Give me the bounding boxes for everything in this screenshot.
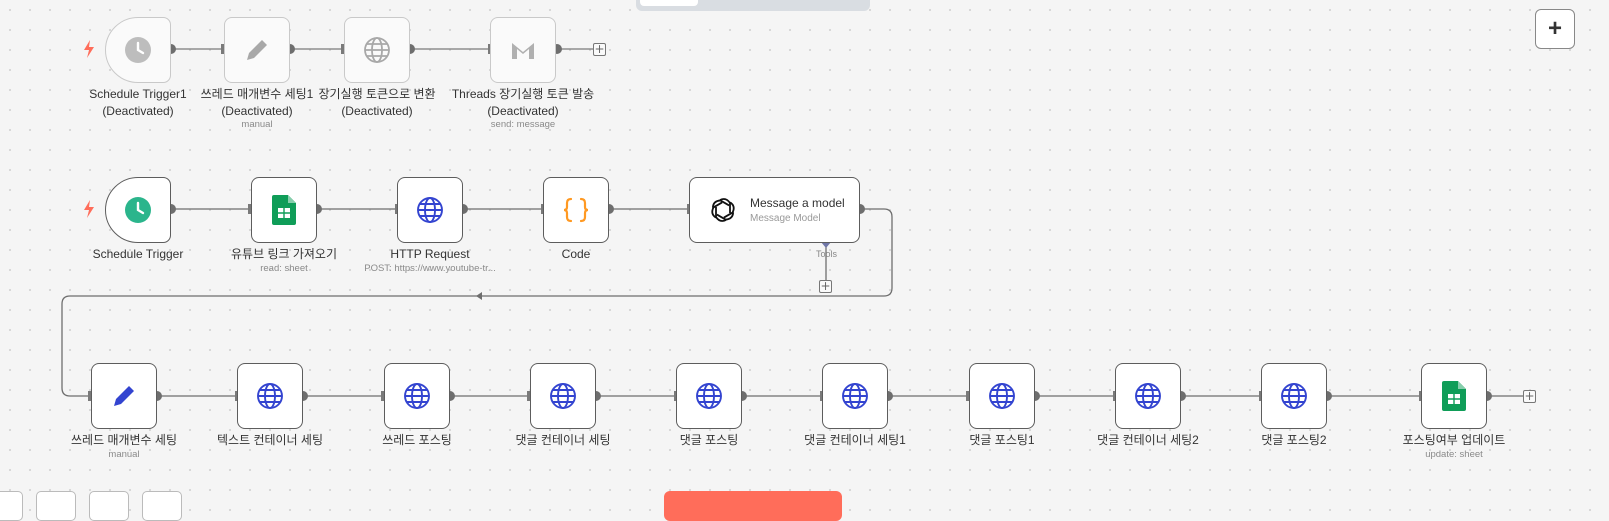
- trigger-bolt-icon: [84, 200, 94, 218]
- node-subtitle: send: message: [490, 119, 556, 130]
- clock-icon: [121, 193, 155, 227]
- add-next-node-button[interactable]: +: [1523, 389, 1536, 403]
- globe-icon: [1277, 379, 1311, 413]
- node-label: 포스팅여부 업데이트: [1402, 433, 1506, 447]
- node-label: 댓글 포스팅1: [969, 433, 1035, 447]
- node-label: 유튜브 링크 가져오기: [230, 247, 338, 261]
- globe-icon: [1131, 379, 1165, 413]
- node-label: Threads 장기실행 토큰 발송(Deactivated): [451, 87, 595, 118]
- node-comment-post2[interactable]: [1261, 363, 1327, 429]
- node-subtitle: update: sheet: [1425, 449, 1483, 460]
- node-thread-post[interactable]: [384, 363, 450, 429]
- clock-icon: [121, 33, 155, 67]
- node-subtitle: Message Model: [750, 213, 821, 224]
- node-label: 댓글 포스팅: [679, 433, 739, 447]
- node-comment-container[interactable]: [530, 363, 596, 429]
- node-http-request[interactable]: [397, 177, 463, 243]
- node-label: 텍스트 컨테이너 세팅: [216, 433, 324, 447]
- node-label: 쓰레드 포스팅: [382, 433, 452, 447]
- node-text-container[interactable]: [237, 363, 303, 429]
- add-tool-button[interactable]: +: [819, 279, 832, 293]
- node-comment-container1[interactable]: [822, 363, 888, 429]
- node-schedule-trigger[interactable]: [105, 177, 171, 243]
- zoom-in-button[interactable]: [36, 491, 76, 521]
- execute-workflow-button[interactable]: [664, 491, 842, 521]
- globe-icon: [253, 379, 287, 413]
- sheets-icon: [1437, 379, 1471, 413]
- canvas-top-tabs[interactable]: [636, 0, 870, 11]
- globe-icon: [838, 379, 872, 413]
- node-comment-post1[interactable]: [969, 363, 1035, 429]
- globe-icon: [360, 33, 394, 67]
- node-threads-send[interactable]: [490, 17, 556, 83]
- node-posting-update[interactable]: [1421, 363, 1487, 429]
- pencil-icon: [107, 379, 141, 413]
- globe-icon: [413, 193, 447, 227]
- gmail-icon: [506, 33, 540, 67]
- node-label: 댓글 포스팅2: [1261, 433, 1327, 447]
- node-comment-container2[interactable]: [1115, 363, 1181, 429]
- node-label: Schedule Trigger: [92, 247, 184, 261]
- openai-icon: [706, 193, 740, 227]
- node-label: 쓰레드 매개변수 세팅: [70, 433, 178, 447]
- node-message-model[interactable]: Message a model Message Model: [689, 177, 860, 243]
- globe-icon: [400, 379, 434, 413]
- node-subtitle: manual: [108, 449, 140, 460]
- sheets-icon: [267, 193, 301, 227]
- zoom-to-fit-button[interactable]: [0, 491, 23, 521]
- node-label: 댓글 컨테이너 세팅: [515, 433, 611, 447]
- node-comment-post[interactable]: [676, 363, 742, 429]
- node-label: Schedule Trigger1(Deactivated): [89, 87, 187, 118]
- globe-icon: [692, 379, 726, 413]
- trigger-bolt-icon: [84, 40, 94, 58]
- active-tab[interactable]: [640, 0, 698, 6]
- globe-icon: [985, 379, 1019, 413]
- node-thread-params1[interactable]: [224, 17, 290, 83]
- node-label: 장기실행 토큰으로 변환(Deactivated): [318, 87, 436, 118]
- node-subtitle: read: sheet: [260, 263, 308, 274]
- node-label: 댓글 컨테이너 세팅1: [804, 433, 906, 447]
- node-label: HTTP Request: [390, 247, 470, 261]
- node-label: Code: [561, 247, 591, 261]
- tools-connector-label: Tools: [816, 249, 838, 259]
- code-braces-icon: [559, 193, 593, 227]
- node-subtitle: POST: https://www.youtube-tr...: [364, 263, 496, 274]
- node-thread-params[interactable]: [91, 363, 157, 429]
- node-label: Message a model: [750, 196, 845, 210]
- node-youtube-link[interactable]: [251, 177, 317, 243]
- pencil-icon: [240, 33, 274, 67]
- node-label: 댓글 컨테이너 세팅2: [1097, 433, 1199, 447]
- add-next-node-button[interactable]: +: [593, 42, 606, 56]
- add-node-button[interactable]: +: [1535, 9, 1575, 49]
- node-schedule-trigger1[interactable]: [105, 17, 171, 83]
- node-code[interactable]: [543, 177, 609, 243]
- node-long-token[interactable]: [344, 17, 410, 83]
- globe-icon: [546, 379, 580, 413]
- node-subtitle: manual: [241, 119, 273, 130]
- reset-zoom-button[interactable]: [142, 491, 182, 521]
- node-label: 쓰레드 매개변수 세팅1(Deactivated): [200, 87, 314, 118]
- zoom-out-button[interactable]: [89, 491, 129, 521]
